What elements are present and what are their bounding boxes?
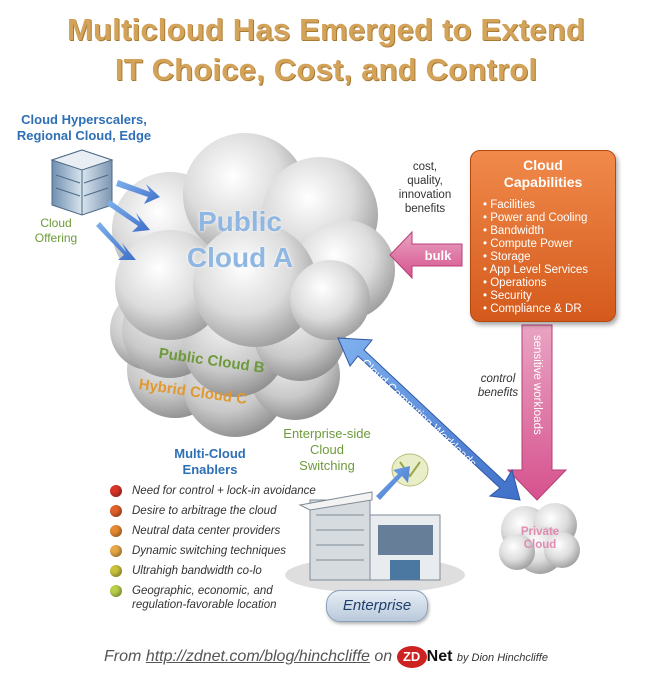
- footer-on: on: [374, 648, 393, 665]
- cloud-capabilities-box: Cloud Capabilities Facilities Power and …: [470, 150, 616, 322]
- enablers-list: Need for control + lock-in avoidance Des…: [110, 484, 340, 618]
- enabler-dot-icon: [110, 545, 122, 557]
- enabler-text: Need for control + lock-in avoidance: [132, 485, 316, 497]
- switching-valve-icon: [391, 453, 429, 487]
- zdnet-logo-icon: ZD: [396, 646, 427, 668]
- zdnet-logo-net: Net: [426, 648, 453, 665]
- sensitive-workloads-label: sensitive workloads: [531, 335, 543, 435]
- cloud-computing-workloads-arrow: [337, 337, 521, 501]
- cost-benefits-line-2: quality,: [407, 175, 443, 187]
- enabler-dot-icon: [110, 565, 122, 577]
- control-benefits-line-1: control: [480, 373, 516, 385]
- capability-item: Power and Cooling: [483, 212, 615, 225]
- cost-benefits-label: cost, quality, innovation benefits: [386, 160, 464, 216]
- private-cloud-label: Private Cloud: [505, 526, 575, 552]
- capability-item: Bandwidth: [483, 225, 615, 238]
- offering-arrows: [96, 180, 160, 260]
- private-cloud-line-2: Cloud: [523, 539, 557, 551]
- footer: From http://zdnet.com/blog/hinchcliffe o…: [0, 646, 652, 668]
- enabler-text: Geographic, economic, and: [132, 585, 273, 597]
- enabler-item: Need for control + lock-in avoidance: [110, 484, 340, 498]
- sensitive-workloads-arrow: [506, 324, 568, 501]
- cost-benefits-line-1: cost,: [412, 161, 438, 173]
- capability-item: Storage: [483, 251, 615, 264]
- footer-from: From: [104, 648, 142, 665]
- enterprise-switching-line-2: Cloud: [310, 442, 344, 457]
- bulk-label: bulk: [424, 248, 452, 263]
- title-line-1: Multicloud Has Emerged to Extend: [67, 12, 585, 47]
- enabler-text: Neutral data center providers: [132, 525, 281, 537]
- enabler-item: Geographic, economic, and regulation-fav…: [110, 584, 340, 612]
- enterprise-to-cloud-arrow: [376, 466, 410, 500]
- private-cloud-shape: [499, 503, 580, 574]
- enterprise-building-icon: [285, 491, 465, 593]
- enterprise-switching-line-3: Switching: [299, 458, 355, 473]
- enabler-item: Dynamic switching techniques: [110, 544, 340, 558]
- public-cloud-a-label: Public Cloud A: [175, 204, 305, 276]
- cost-benefits-line-3: innovation: [398, 189, 452, 201]
- enablers-title-line-1: Multi-Cloud: [174, 446, 246, 461]
- enabler-text: Dynamic switching techniques: [132, 545, 287, 557]
- public-cloud-a-line-2: Cloud A: [186, 242, 294, 273]
- sensitive-workloads-label-wrap: sensitive workloads: [531, 335, 545, 475]
- control-benefits-line-2: benefits: [477, 387, 519, 399]
- capability-item: Security: [483, 290, 615, 303]
- enabler-text: Ultrahigh bandwidth co-lo: [132, 565, 262, 577]
- capability-item: Compliance & DR: [483, 303, 615, 316]
- footer-link[interactable]: http://zdnet.com/blog/hinchcliffe: [145, 648, 370, 665]
- enabler-dot-icon: [110, 505, 122, 517]
- capability-item: Compute Power: [483, 238, 615, 251]
- cloud-capabilities-title-line-1: Cloud: [523, 157, 563, 173]
- cloud-capabilities-list: Facilities Power and Cooling Bandwidth C…: [483, 199, 615, 316]
- capability-item: Facilities: [483, 199, 615, 212]
- cost-benefits-line-4: benefits: [404, 203, 446, 215]
- enabler-item: Desire to arbitrage the cloud: [110, 504, 340, 518]
- enterprise-label: Enterprise: [326, 590, 428, 622]
- enabler-item: Neutral data center providers: [110, 524, 340, 538]
- cloud-offering-line-2: Offering: [34, 231, 78, 245]
- footer-byline: by Dion Hinchcliffe: [456, 652, 548, 664]
- public-cloud-a-shape: [112, 133, 395, 347]
- hyperscaler-building-icon: [50, 149, 114, 216]
- enabler-dot-icon: [110, 485, 122, 497]
- cloud-offering-label: Cloud Offering: [26, 216, 86, 246]
- cloud-capabilities-title-line-2: Capabilities: [503, 174, 583, 190]
- enabler-text: Desire to arbitrage the cloud: [132, 505, 277, 517]
- public-cloud-a-line-1: Public: [197, 206, 282, 237]
- hyperscalers-label: Cloud Hyperscalers, Regional Cloud, Edge: [4, 112, 164, 144]
- capability-item: Operations: [483, 277, 615, 290]
- cloud-offering-line-1: Cloud: [40, 216, 72, 230]
- enterprise-switching-label: Enterprise-side Cloud Switching: [274, 426, 380, 474]
- cloud-capabilities-title: Cloud Capabilities: [471, 157, 615, 191]
- enterprise-switching-line-1: Enterprise-side: [283, 426, 371, 441]
- enabler-dot-icon: [110, 525, 122, 537]
- enabler-dot-icon: [110, 585, 122, 597]
- title-line-2: IT Choice, Cost, and Control: [114, 52, 538, 87]
- control-benefits-label: control benefits: [468, 372, 528, 400]
- hyperscalers-label-line-1: Cloud Hyperscalers,: [21, 112, 147, 127]
- enabler-item: Ultrahigh bandwidth co-lo: [110, 564, 340, 578]
- enablers-title-line-2: Enablers: [182, 462, 238, 477]
- bulk-arrow: [389, 230, 463, 280]
- capability-item: App Level Services: [483, 264, 615, 277]
- private-cloud-line-1: Private: [520, 526, 560, 538]
- enabler-text-line-2: regulation-favorable location: [132, 599, 277, 611]
- hyperscalers-label-line-2: Regional Cloud, Edge: [16, 128, 152, 143]
- enablers-title: Multi-Cloud Enablers: [160, 446, 260, 478]
